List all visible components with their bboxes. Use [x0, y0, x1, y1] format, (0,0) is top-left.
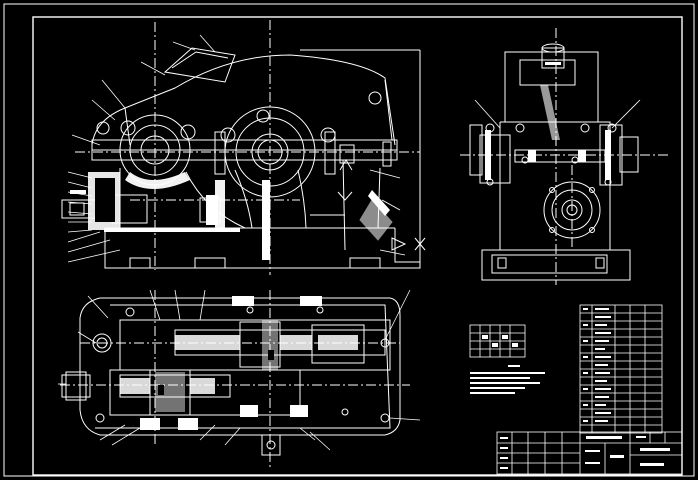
technical-table-cell-marks [482, 335, 518, 347]
parts-list-entries [583, 308, 611, 422]
parts-list-table [579, 304, 663, 434]
top-view-leader-lines [58, 289, 421, 451]
front-elevation-view [61, 20, 426, 275]
technical-requirements-text-block [470, 365, 545, 394]
side-view-section-fills [485, 62, 611, 180]
inner-drawing-frame [32, 16, 683, 476]
side-view-leader-lines [474, 99, 641, 129]
outer-sheet-border [3, 3, 695, 477]
technical-characteristics-table [469, 324, 526, 358]
front-view-section-fills [70, 172, 390, 260]
top-view-section-fills [120, 296, 358, 430]
title-block [496, 431, 683, 475]
front-view-leader-lines [67, 34, 406, 263]
title-block-entries [500, 436, 670, 469]
